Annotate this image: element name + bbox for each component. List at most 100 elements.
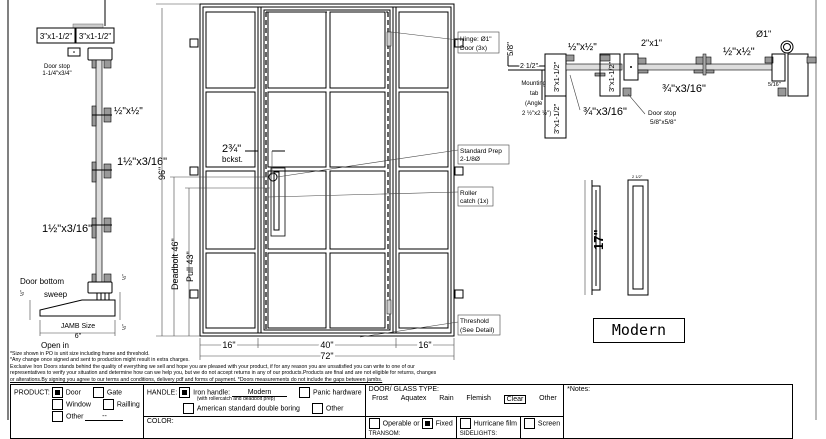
option-label: Other [66,413,84,421]
svg-text:5/8": 5/8" [506,42,515,56]
svg-text:3"x1-1/2": 3"x1-1/2" [552,61,561,92]
svg-text:1½"x3/16": 1½"x3/16" [42,223,92,235]
glass-rain[interactable]: Rain [439,395,454,402]
svg-text:Roller: Roller [460,190,478,197]
handle-note: (with rollercatch and deadbolt prep) [196,396,276,402]
svg-text:16": 16" [222,340,235,350]
product-label: PRODUCT: [14,389,50,397]
option-label: Iron handle: [193,389,231,397]
glass-flemish[interactable]: Flemish [466,395,491,402]
svg-text:Pull 43": Pull 43" [185,251,195,282]
svg-text:tab: tab [530,91,539,97]
svg-text:½": ½" [121,274,128,280]
option-label: Railling [116,401,140,409]
glass-pane [398,170,449,250]
svg-text:¾"x3/16": ¾"x3/16" [662,83,706,95]
svg-text:Open in: Open in [41,341,69,350]
option-label: Hurricane film [473,420,517,428]
svg-text:2"x1": 2"x1" [641,38,662,48]
note-line: or alterations.By signing you agree to o… [10,376,383,383]
svg-text:Door stop: Door stop [648,110,677,117]
svg-text:Door bottom: Door bottom [20,277,64,286]
glass-pane [329,170,386,250]
svg-text:½"x½": ½"x½" [114,106,143,117]
option-label: Door [65,389,81,397]
handle-label: HANDLE: [146,389,178,397]
svg-text:Door (3x): Door (3x) [460,45,487,52]
svg-text:2¾": 2¾" [222,143,241,155]
handle-iron-checkbox[interactable] [179,387,191,398]
notes-cell: *Notes: [563,384,794,439]
svg-text:3"x1-1/2": 3"x1-1/2" [607,61,616,92]
notes-label: *Notes: [567,386,591,393]
note-line: Exclusive Iron Doors stands behind the q… [10,363,415,370]
svg-text:½": ½" [19,290,26,296]
handle-iron-value[interactable]: Modern [232,389,288,398]
svg-text:catch (1x): catch (1x) [460,198,489,205]
svg-text:2-1/8Ø: 2-1/8Ø [460,156,480,163]
product-gate-checkbox[interactable] [92,387,104,398]
svg-text:2 1/2": 2 1/2" [520,63,539,70]
product-other-checkbox[interactable] [52,411,63,422]
svg-text:5/8"x5/8": 5/8"x5/8" [650,119,677,126]
glass-pane [329,11,386,89]
sidelights-label: SIDELIGHTS: [459,431,498,437]
product-window-checkbox[interactable] [52,399,63,410]
option-label: Fixed [435,420,453,428]
glass-pane [267,170,327,250]
product-other-input[interactable]: -- [85,413,124,422]
option-label: Other [325,405,344,413]
option-label: Panic hardware [313,389,362,397]
svg-text:96": 96" [157,167,167,180]
note-line: representatives to verify your situation… [10,370,437,377]
glass-pane [205,170,256,250]
handle-detail: 17" 2 1/2" [584,174,649,296]
option-label: Gate [106,389,123,397]
svg-text:Mounting: Mounting [521,81,546,87]
handle-panic-checkbox[interactable] [299,387,311,398]
svg-text:Hinge: Ø1": Hinge: Ø1" [460,36,492,43]
glass-pane [398,252,449,329]
option-label: Window [66,401,91,409]
glass-label: DOOR/ GLASS TYPE: [368,386,439,393]
glass-clear-selected[interactable]: Clear [503,395,527,404]
svg-text:Ø1": Ø1" [756,29,771,39]
option-label: Screen [537,420,561,428]
svg-text:(See Detail): (See Detail) [460,327,494,334]
handle-other-checkbox[interactable] [311,403,323,414]
svg-text:¾"x3/16": ¾"x3/16" [583,106,627,118]
glass-pane [329,252,386,329]
svg-text:½"x½": ½"x½" [723,46,755,58]
handle-style-label: Modern [593,318,685,343]
svg-text:1½"x3/16": 1½"x3/16" [117,156,167,168]
svg-text:17": 17" [591,229,606,250]
handle-cell: HANDLE: Iron handle: Modern Panic hardwa… [142,384,366,417]
square-anchor [189,38,464,299]
glass-pane [205,252,256,329]
svg-text:5/16": 5/16" [768,82,781,88]
handle-american-checkbox[interactable] [182,403,194,414]
glass-aquatex[interactable]: Aquatex [400,395,427,402]
order-form: PRODUCT: Door Gate Window Railling Other… [10,384,794,439]
svg-text:2 ½"x2 ½"): 2 ½"x2 ½") [522,110,551,117]
svg-text:Door stop: Door stop [44,64,71,70]
product-railing-checkbox[interactable] [102,399,114,410]
svg-text:sweep: sweep [44,290,68,299]
glass-cell: DOOR/ GLASS TYPE: Frost Aquatex Rain Fle… [364,384,565,417]
glass-other[interactable]: Other [539,395,557,402]
svg-text:3"x1-1/2": 3"x1-1/2" [79,32,112,41]
svg-text:2 1/2": 2 1/2" [632,174,643,179]
or-label: or [413,420,420,428]
left-jamb-section: 3"x1-1/2" 3"x1-1/2" Door stop 1-1/4"x3/4… [19,0,167,350]
glass-pane [267,252,327,329]
terms-notes: *Size shown in PO is unit size including… [10,351,810,383]
glass-pane [205,91,256,168]
svg-text:6": 6" [75,333,82,340]
svg-text:Threshold: Threshold [460,318,489,325]
svg-text:bckst.: bckst. [222,155,243,164]
glass-pane [329,91,386,168]
glass-frost[interactable]: Frost [372,395,388,402]
glass-pane [398,11,449,89]
note-line: *Size shown in PO is unit size including… [10,351,150,357]
product-door-checkbox[interactable] [51,387,63,398]
